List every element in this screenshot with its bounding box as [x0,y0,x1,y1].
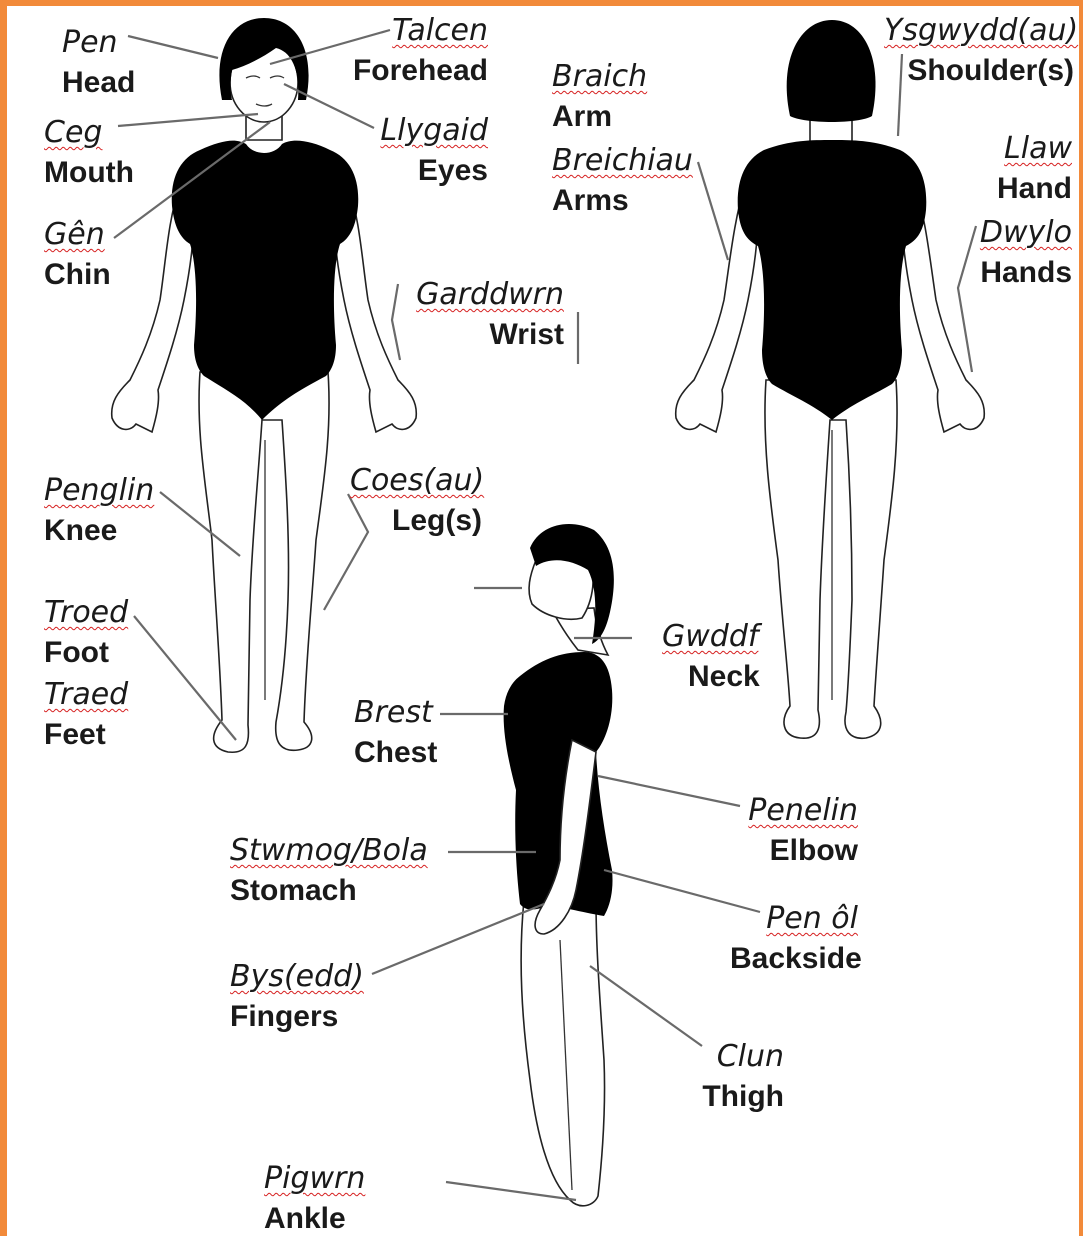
label-fingers: Bys(edd) Fingers [230,962,364,1032]
pointer-arms [698,162,728,260]
label-hands: Dwylo Hands [960,218,1072,288]
label-shoulders-welsh: Ysgwydd(au) [884,16,1074,46]
label-eyes-english: Eyes [378,156,488,186]
label-eyes-welsh: Llygaid [378,116,488,146]
label-chest-welsh: Brest [354,698,437,728]
label-wrist-english: Wrist [408,320,564,350]
pointer-elbow [598,776,740,806]
label-wrist: Garddwrn Wrist [408,280,564,350]
label-elbow-welsh: Penelin [740,796,858,826]
label-shoulders-english: Shoulder(s) [884,56,1074,86]
label-backside-welsh: Pen ôl [730,904,858,934]
label-thigh-english: Thigh [690,1082,784,1112]
label-head-welsh: Pen [62,28,135,58]
label-thigh-welsh: Clun [690,1042,784,1072]
label-eyes: Llygaid Eyes [378,116,488,186]
label-feet-welsh: Traed [44,680,128,710]
pointer-eyes [284,84,374,128]
label-thigh: Clun Thigh [690,1042,784,1112]
label-head: Pen Head [62,28,135,98]
label-elbow: Penelin Elbow [740,796,858,866]
label-elbow-english: Elbow [740,836,858,866]
label-shoulders: Ysgwydd(au) Shoulder(s) [884,16,1074,86]
label-stomach-welsh: Stwmog/Bola [230,836,428,866]
label-forehead: Talcen Forehead [350,16,488,86]
pointer-mouth [118,114,258,126]
back-hair [787,20,876,122]
label-ankle-english: Ankle [264,1204,365,1234]
label-ankle-welsh: Pigwrn [264,1164,365,1194]
label-mouth-welsh: Ceg [44,118,134,148]
side-figure [504,524,614,1206]
label-neck-welsh: Gwddf [662,622,760,652]
label-feet-english: Feet [44,720,128,750]
label-mouth: Ceg Mouth [44,118,134,188]
label-legs-english: Leg(s) [350,506,482,536]
label-knee-english: Knee [44,516,154,546]
label-backside: Pen ôl Backside [730,904,858,974]
label-knee-welsh: Penglin [44,476,154,506]
label-arms-english: Arms [552,186,693,216]
pointer-head [128,36,218,58]
label-wrist-welsh: Garddwrn [408,280,564,310]
label-forehead-welsh: Talcen [350,16,488,46]
label-forehead-english: Forehead [350,56,488,86]
back-legs [765,380,897,738]
pointer-ankle [446,1182,576,1200]
label-ankle: Pigwrn Ankle [264,1164,365,1234]
label-legs: Coes(au) Leg(s) [350,466,482,536]
label-legs-welsh: Coes(au) [350,466,482,496]
label-knee: Penglin Knee [44,476,154,546]
label-fingers-welsh: Bys(edd) [230,962,364,992]
pointer-thigh [590,966,702,1046]
label-backside-english: Backside [730,944,858,974]
label-hand-welsh: Llaw [960,134,1072,164]
label-arms-welsh: Breichiau [552,146,693,176]
back-leotard [738,140,927,420]
front-figure [112,18,417,752]
label-fingers-english: Fingers [230,1002,364,1032]
label-stomach: Stwmog/Bola Stomach [230,836,428,906]
label-chest-english: Chest [354,738,437,768]
label-stomach-english: Stomach [230,876,428,906]
label-hand: Llaw Hand [960,134,1072,204]
label-arms: Breichiau Arms [552,146,693,216]
label-foot-welsh: Troed [44,598,128,628]
label-feet: Traed Feet [44,680,128,750]
label-chin: Gên Chin [44,220,111,290]
label-mouth-english: Mouth [44,158,134,188]
label-hands-english: Hands [960,258,1072,288]
pointer-fingers [372,904,544,974]
side-legs [521,900,604,1206]
label-chin-welsh: Gên [44,220,111,250]
label-arm-welsh: Braich [552,62,647,92]
label-chin-english: Chin [44,260,111,290]
label-hands-welsh: Dwylo [960,218,1072,248]
label-head-english: Head [62,68,135,98]
label-arm-english: Arm [552,102,647,132]
label-foot: Troed Foot [44,598,128,668]
label-arm: Braich Arm [552,62,647,132]
label-foot-english: Foot [44,638,128,668]
label-hand-english: Hand [960,174,1072,204]
label-neck: Gwddf Neck [662,622,760,692]
label-neck-english: Neck [662,662,760,692]
front-legs [199,372,329,752]
pointer-wrist [392,284,400,360]
label-chest: Brest Chest [354,698,437,768]
